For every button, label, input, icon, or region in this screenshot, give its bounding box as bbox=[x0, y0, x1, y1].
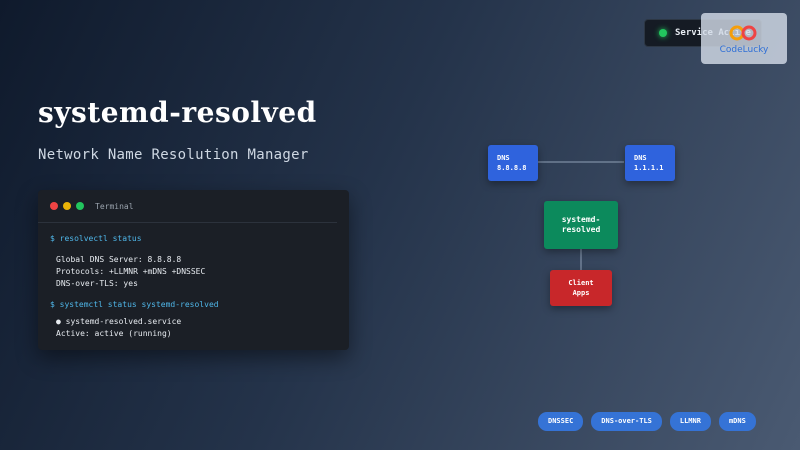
feature-tag-dns-over-tls: DNS-over-TLS bbox=[591, 412, 662, 431]
dns-node-value: 1.1.1.1 bbox=[634, 164, 664, 172]
client-apps-node: Client Apps bbox=[550, 270, 612, 306]
client-node-line: Apps bbox=[572, 289, 590, 297]
dns-node-label: DNS bbox=[497, 154, 510, 162]
terminal-title: Terminal bbox=[95, 201, 134, 211]
terminal-output: $ resolvectl status Global DNS Server: 8… bbox=[38, 223, 349, 350]
logo-text: CodeLucky bbox=[719, 44, 769, 55]
resolver-node-line: resolved bbox=[561, 225, 601, 234]
maximize-window-icon[interactable] bbox=[76, 202, 84, 210]
terminal-command: $ resolvectl status bbox=[50, 234, 142, 243]
feature-tag-dnssec: DNSSEC bbox=[538, 412, 584, 431]
dns-server-node-primary: DNS 8.8.8.8 bbox=[488, 145, 538, 181]
resolver-node: systemd- resolved bbox=[544, 201, 618, 249]
terminal-output-line: Active: active (running) bbox=[56, 329, 172, 338]
dns-node-value: 8.8.8.8 bbox=[497, 164, 527, 172]
terminal-window: Terminal $ resolvectl status Global DNS … bbox=[38, 190, 349, 350]
close-window-icon[interactable] bbox=[50, 202, 58, 210]
terminal-output-line: ● systemd-resolved.service bbox=[56, 317, 182, 326]
codelucky-logo-icon bbox=[729, 25, 757, 40]
dns-server-node-secondary: DNS 1.1.1.1 bbox=[625, 145, 675, 181]
terminal-output-line: Global DNS Server: 8.8.8.8 bbox=[56, 255, 182, 264]
terminal-output-line: Protocols: +LLMNR +mDNS +DNSSEC bbox=[56, 267, 206, 276]
terminal-command: $ systemctl status systemd-resolved bbox=[50, 300, 219, 309]
minimize-window-icon[interactable] bbox=[63, 202, 71, 210]
terminal-output-line: DNS-over-TLS: yes bbox=[56, 279, 138, 288]
client-node-line: Client bbox=[568, 279, 594, 287]
status-indicator-icon bbox=[659, 29, 667, 37]
dns-node-label: DNS bbox=[634, 154, 647, 162]
terminal-title-bar: Terminal bbox=[38, 190, 337, 223]
feature-tag-mdns: mDNS bbox=[718, 412, 756, 431]
codelucky-logo: CodeLucky bbox=[701, 13, 787, 64]
feature-tags: DNSSEC DNS-over-TLS LLMNR mDNS bbox=[538, 412, 764, 431]
page-title: systemd-resolved bbox=[38, 96, 317, 129]
resolver-node-line: systemd- bbox=[561, 215, 601, 224]
page-subtitle: Network Name Resolution Manager bbox=[38, 147, 309, 163]
feature-tag-llmnr: LLMNR bbox=[669, 412, 711, 431]
